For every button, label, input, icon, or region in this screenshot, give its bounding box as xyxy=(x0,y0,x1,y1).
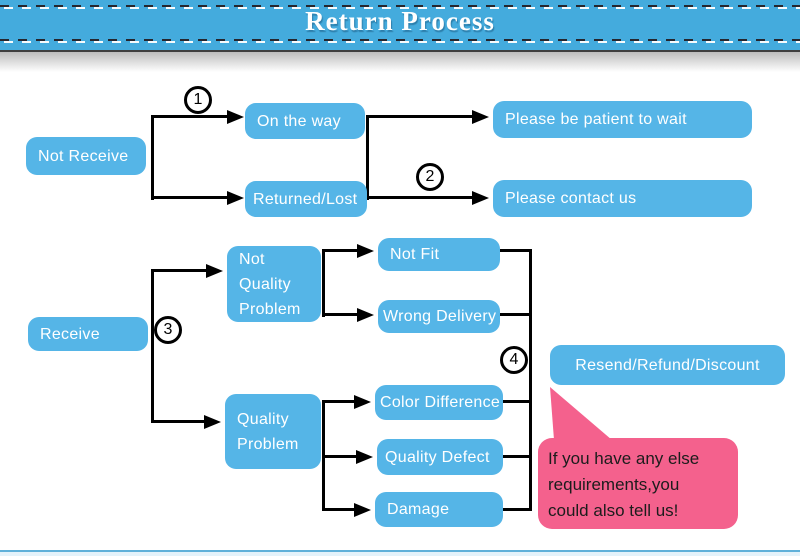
arrowhead-not-quality-problem xyxy=(206,264,223,278)
edge-to-on-the-way xyxy=(151,115,229,118)
arrowhead-quality-defect xyxy=(356,450,373,464)
edge-receive-split xyxy=(151,269,154,423)
arrowhead-color-difference xyxy=(354,395,371,409)
node-resend-refund-discount-label: Resend/Refund/Discount xyxy=(575,356,760,374)
step-marker-4: 4 xyxy=(500,346,528,374)
edge-to-not-quality-problem xyxy=(151,269,208,272)
note-bubble: If you have any else requirements,you co… xyxy=(538,438,738,529)
node-not-fit-label: Not Fit xyxy=(390,246,440,263)
banner-stitch-bottom-dark xyxy=(0,39,800,41)
arrowhead-returned-lost xyxy=(227,191,244,205)
node-damage-label: Damage xyxy=(387,501,450,518)
step-number-4: 4 xyxy=(509,351,519,368)
node-color-difference-label: Color Difference xyxy=(380,394,501,411)
node-returned-lost-label: Returned/Lost xyxy=(253,190,358,208)
note-bubble-line2: requirements,you xyxy=(548,475,680,494)
note-bubble-line1: If you have any else xyxy=(548,449,700,468)
banner-stitch-bottom-white xyxy=(4,41,800,43)
node-not-quality-problem-line1: Not xyxy=(239,250,265,268)
node-quality-problem-line1: Quality xyxy=(237,410,289,428)
node-contact-us: Please contact us xyxy=(493,180,752,217)
step-marker-1: 1 xyxy=(184,86,212,114)
step-number-3: 3 xyxy=(163,321,173,338)
edge-not-quality-split xyxy=(322,249,325,317)
edge-to-contact-us xyxy=(366,196,474,199)
arrowhead-quality-problem xyxy=(204,415,221,429)
edge-to-color-difference xyxy=(322,400,356,403)
edge-top-right-join xyxy=(366,115,369,200)
edge-wrong-delivery-merge xyxy=(500,313,532,316)
node-wrong-delivery-label: Wrong Delivery xyxy=(383,308,497,325)
edge-to-damage xyxy=(322,508,356,511)
node-contact-us-label: Please contact us xyxy=(505,190,637,207)
node-not-quality-problem-line2: Quality xyxy=(239,275,291,293)
node-quality-defect-label: Quality Defect xyxy=(385,448,490,466)
edge-to-quality-defect xyxy=(322,455,358,458)
node-resend-refund-discount: Resend/Refund/Discount xyxy=(550,345,785,385)
banner-stitch-top-dark xyxy=(0,5,800,7)
arrowhead-patient-wait xyxy=(472,110,489,124)
note-bubble-line3: could also tell us! xyxy=(548,501,679,520)
edge-to-quality-problem xyxy=(151,420,206,423)
node-not-receive-label: Not Receive xyxy=(38,147,129,165)
arrowhead-damage xyxy=(354,503,371,517)
node-patient-wait-label: Please be patient to wait xyxy=(505,111,687,128)
arrowhead-contact-us xyxy=(472,191,489,205)
node-not-receive: Not Receive xyxy=(26,137,146,175)
node-receive: Receive xyxy=(28,317,148,351)
edge-quality-defect-merge xyxy=(503,455,532,458)
header-banner: Return Process xyxy=(0,0,800,50)
edge-merge-line xyxy=(529,249,532,511)
edge-to-patient-wait xyxy=(366,115,474,118)
edge-color-difference-merge xyxy=(503,400,532,403)
node-not-quality-problem: Not Quality Problem xyxy=(227,246,321,322)
edge-to-not-fit xyxy=(322,249,359,252)
page-title: Return Process xyxy=(305,6,495,36)
node-returned-lost: Returned/Lost xyxy=(245,181,367,217)
arrowhead-on-the-way xyxy=(227,110,244,124)
step-marker-2: 2 xyxy=(416,163,444,191)
note-bubble-tail xyxy=(550,387,612,440)
node-on-the-way: On the way xyxy=(245,103,365,139)
step-marker-3: 3 xyxy=(154,316,182,344)
node-quality-defect: Quality Defect xyxy=(377,439,503,475)
node-receive-label: Receive xyxy=(40,325,100,343)
banner-edge-line xyxy=(0,50,800,52)
edge-to-wrong-delivery xyxy=(322,313,359,316)
node-on-the-way-label: On the way xyxy=(257,112,341,130)
edge-damage-merge xyxy=(503,508,532,511)
node-wrong-delivery: Wrong Delivery xyxy=(378,300,500,333)
arrowhead-wrong-delivery xyxy=(357,308,374,322)
node-not-fit: Not Fit xyxy=(378,238,500,271)
node-damage: Damage xyxy=(375,492,503,527)
node-quality-problem-line2: Problem xyxy=(237,435,299,453)
banner-shadow-fade xyxy=(0,52,800,72)
edge-to-returned-lost xyxy=(151,196,229,199)
edge-not-receive-split xyxy=(151,115,154,200)
node-not-quality-problem-line3: Problem xyxy=(239,300,301,318)
node-quality-problem: Quality Problem xyxy=(225,394,321,469)
banner-stitch-top-white xyxy=(4,7,800,9)
arrowhead-not-fit xyxy=(357,244,374,258)
footer-strip xyxy=(0,550,800,556)
edge-not-fit-merge xyxy=(500,249,532,252)
step-number-1: 1 xyxy=(193,91,203,108)
step-number-2: 2 xyxy=(425,168,435,185)
node-color-difference: Color Difference xyxy=(375,385,503,420)
node-patient-wait: Please be patient to wait xyxy=(493,101,752,138)
